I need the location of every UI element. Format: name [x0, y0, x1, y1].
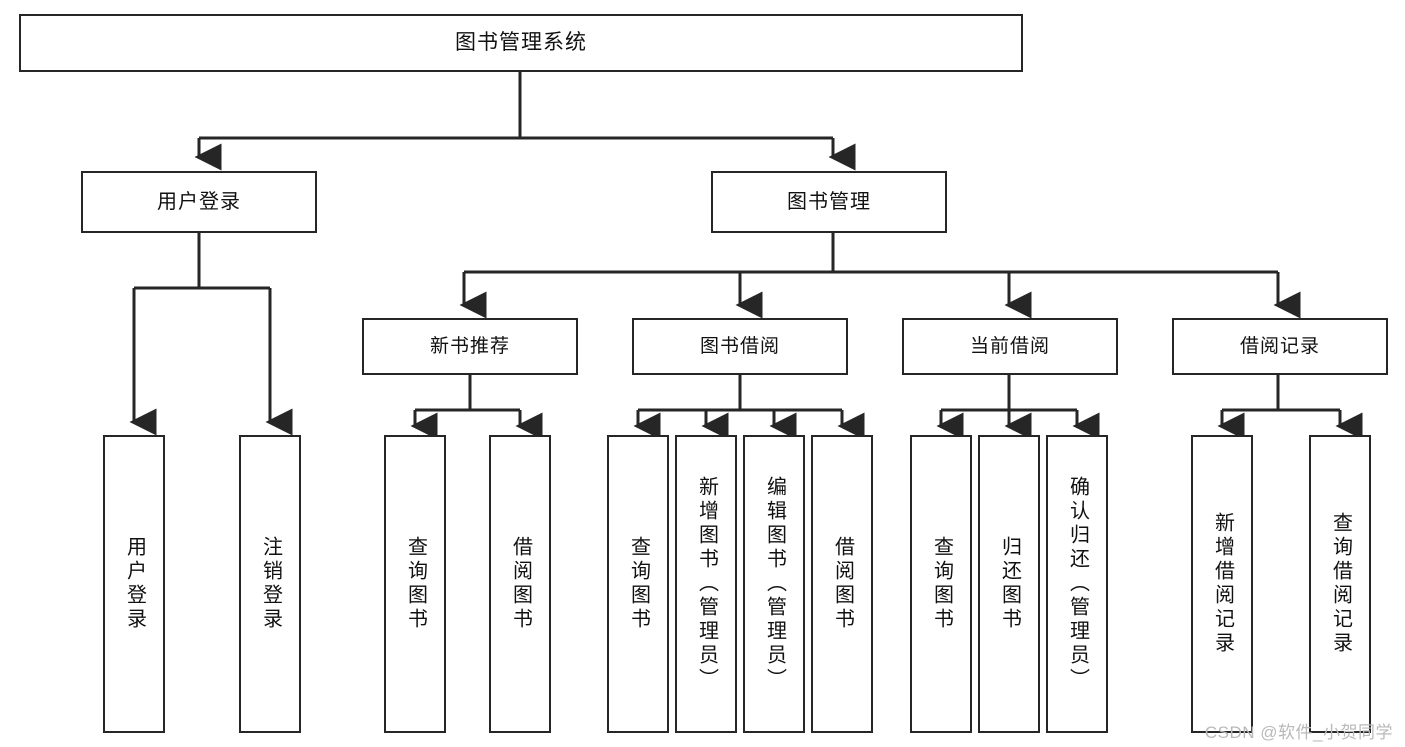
node-book-borrow[interactable]: 图书借阅 — [632, 318, 848, 375]
leaf-query-book-newbook[interactable]: 查询图书 — [384, 435, 446, 733]
edges-borrow-to-leaves — [633, 375, 865, 440]
node-label: 图书借阅 — [699, 335, 780, 357]
node-label: 借阅记录 — [1239, 335, 1320, 357]
edges-current-to-leaves — [936, 375, 1100, 440]
node-label: 用户登录 — [123, 536, 146, 632]
leaf-user-logout[interactable]: 注销登录 — [239, 435, 301, 733]
node-label: 借阅图书 — [509, 536, 532, 632]
leaf-query-borrow-record[interactable]: 查询借阅记录 — [1309, 435, 1371, 733]
leaf-edit-book-admin[interactable]: 编辑图书（管理员） — [743, 435, 805, 733]
leaf-confirm-return-admin[interactable]: 确认归还（管理员） — [1046, 435, 1108, 733]
node-label: 图书管理系统 — [455, 30, 587, 54]
edges-login-to-leaves — [129, 233, 293, 436]
node-label: 确认归还（管理员） — [1066, 476, 1089, 692]
leaf-add-borrow-record[interactable]: 新增借阅记录 — [1191, 435, 1253, 733]
node-label: 查询图书 — [627, 536, 650, 632]
leaf-borrow-book-borrow[interactable]: 借阅图书 — [811, 435, 873, 733]
node-label: 新增图书（管理员） — [695, 476, 718, 692]
leaf-user-login[interactable]: 用户登录 — [103, 435, 165, 733]
node-root-system[interactable]: 图书管理系统 — [19, 14, 1023, 72]
node-label: 图书管理 — [787, 190, 871, 213]
node-label: 用户登录 — [157, 190, 241, 213]
node-label: 查询图书 — [930, 536, 953, 632]
leaf-add-book-admin[interactable]: 新增图书（管理员） — [675, 435, 737, 733]
node-label: 注销登录 — [259, 536, 282, 632]
node-label: 新书推荐 — [429, 335, 510, 357]
leaf-return-book[interactable]: 归还图书 — [978, 435, 1040, 733]
edges-newbook-to-leaves — [410, 375, 543, 440]
edges-bookmgmt-to-level3 — [459, 233, 1301, 319]
node-label: 编辑图书（管理员） — [763, 476, 786, 692]
node-label: 借阅图书 — [831, 536, 854, 632]
node-label: 当前借阅 — [969, 335, 1050, 357]
edges-root-to-level2 — [194, 72, 856, 171]
leaf-query-book-current[interactable]: 查询图书 — [910, 435, 972, 733]
node-label: 查询图书 — [404, 536, 427, 632]
node-borrow-records[interactable]: 借阅记录 — [1172, 318, 1388, 375]
csdn-watermark: CSDN @软件_小贺同学 — [1204, 723, 1393, 742]
leaf-query-book-borrow[interactable]: 查询图书 — [607, 435, 669, 733]
node-label: 查询借阅记录 — [1329, 512, 1352, 656]
leaf-borrow-book-newbook[interactable]: 借阅图书 — [489, 435, 551, 733]
edges-records-to-leaves — [1217, 375, 1363, 440]
node-user-login[interactable]: 用户登录 — [81, 171, 317, 233]
node-label: 归还图书 — [998, 536, 1021, 632]
node-new-book-recommend[interactable]: 新书推荐 — [362, 318, 578, 375]
node-label: 新增借阅记录 — [1211, 512, 1234, 656]
node-book-management[interactable]: 图书管理 — [711, 171, 947, 233]
node-current-borrow[interactable]: 当前借阅 — [902, 318, 1118, 375]
